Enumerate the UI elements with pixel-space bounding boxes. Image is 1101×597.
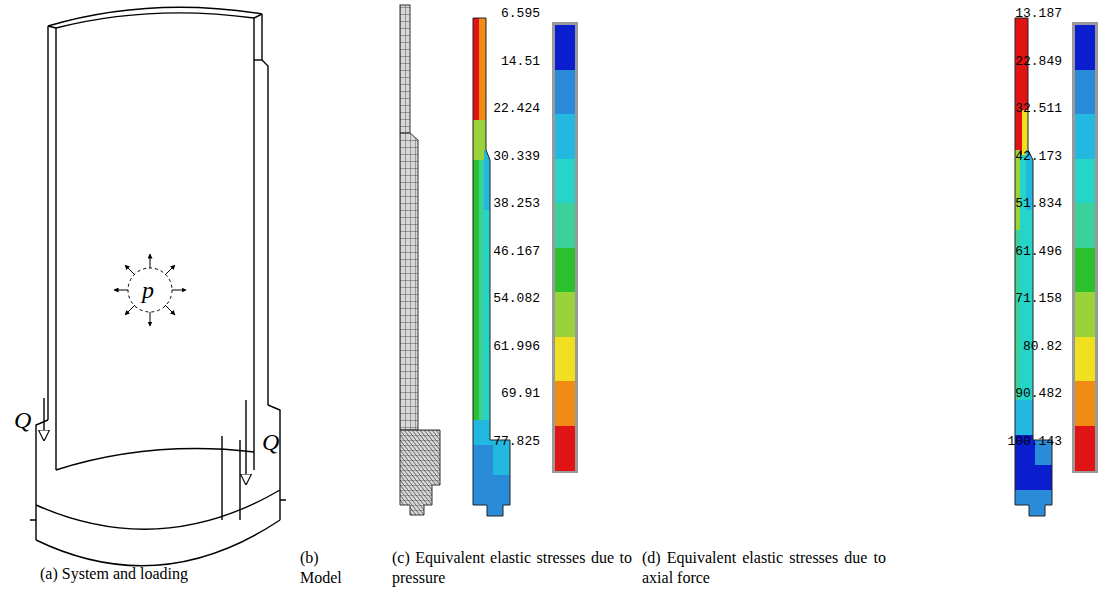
colorbar-swatch xyxy=(1075,292,1095,337)
colorbar-swatch xyxy=(1075,70,1095,115)
colorbar-value: 14.51 xyxy=(501,54,540,70)
load-arrow xyxy=(44,398,246,484)
colorbar-swatch xyxy=(1075,337,1095,382)
colorbar-value: 38.253 xyxy=(493,196,540,212)
colorbar-value: 69.91 xyxy=(501,386,540,402)
colorbar-swatch xyxy=(555,203,575,248)
colorbar-value: 6.595 xyxy=(501,6,540,22)
load-symbol: Q xyxy=(262,430,279,454)
colorbar-swatch xyxy=(555,426,575,471)
colorbar-swatch xyxy=(1075,159,1095,204)
colorbar-swatch xyxy=(555,25,575,70)
mesh-model xyxy=(400,5,440,515)
colorbar-value: 80.82 xyxy=(1023,339,1062,355)
colorbar-swatch xyxy=(555,159,575,204)
pressure-symbol: p xyxy=(142,278,154,302)
colorbar-value: 42.173 xyxy=(1015,149,1062,165)
colorbar-value: 71.158 xyxy=(1015,291,1062,307)
colorbar-swatch xyxy=(555,337,575,382)
colorbar-swatch xyxy=(1075,381,1095,426)
colorbar-value: 90.482 xyxy=(1015,386,1062,402)
colorbar-value: 54.082 xyxy=(493,291,540,307)
colorbar-value: 77.825 xyxy=(493,434,540,450)
panel-caption: (a) System and loading xyxy=(40,564,290,584)
panel-caption: (c) Equivalent elastic stresses due to p… xyxy=(392,548,632,588)
colorbar-frame xyxy=(1072,22,1098,473)
colorbar-frame xyxy=(552,22,578,473)
colorbar-value: 61.496 xyxy=(1015,244,1062,260)
colorbar-value: 100.143 xyxy=(1007,434,1062,450)
colorbar-swatch xyxy=(555,248,575,293)
colorbar-swatch xyxy=(555,292,575,337)
colorbar-swatch xyxy=(1075,114,1095,159)
colorbar-swatch xyxy=(555,114,575,159)
colorbar-value: 32.511 xyxy=(1015,101,1062,117)
colorbar-swatch xyxy=(1075,25,1095,70)
colorbar-swatch xyxy=(1075,426,1095,471)
colorbar-swatch xyxy=(555,381,575,426)
colorbar-swatch xyxy=(1075,248,1095,293)
colorbar-swatch xyxy=(555,70,575,115)
load-symbol: Q xyxy=(14,408,31,432)
colorbar-value: 61.996 xyxy=(493,339,540,355)
colorbar-value: 30.339 xyxy=(493,149,540,165)
colorbar-value: 22.849 xyxy=(1015,54,1062,70)
panel-caption: (d) Equivalent elastic stresses due to a… xyxy=(642,548,886,588)
panel-caption: (b) Model xyxy=(300,548,358,588)
colorbar-value: 46.167 xyxy=(493,244,540,260)
colorbar-value: 51.834 xyxy=(1015,196,1062,212)
pressure-symbol xyxy=(114,254,186,326)
colorbar-value: 22.424 xyxy=(493,101,540,117)
colorbar-swatch xyxy=(1075,203,1095,248)
colorbar-value: 13.187 xyxy=(1015,6,1062,22)
cylinder-sketch xyxy=(30,7,286,565)
